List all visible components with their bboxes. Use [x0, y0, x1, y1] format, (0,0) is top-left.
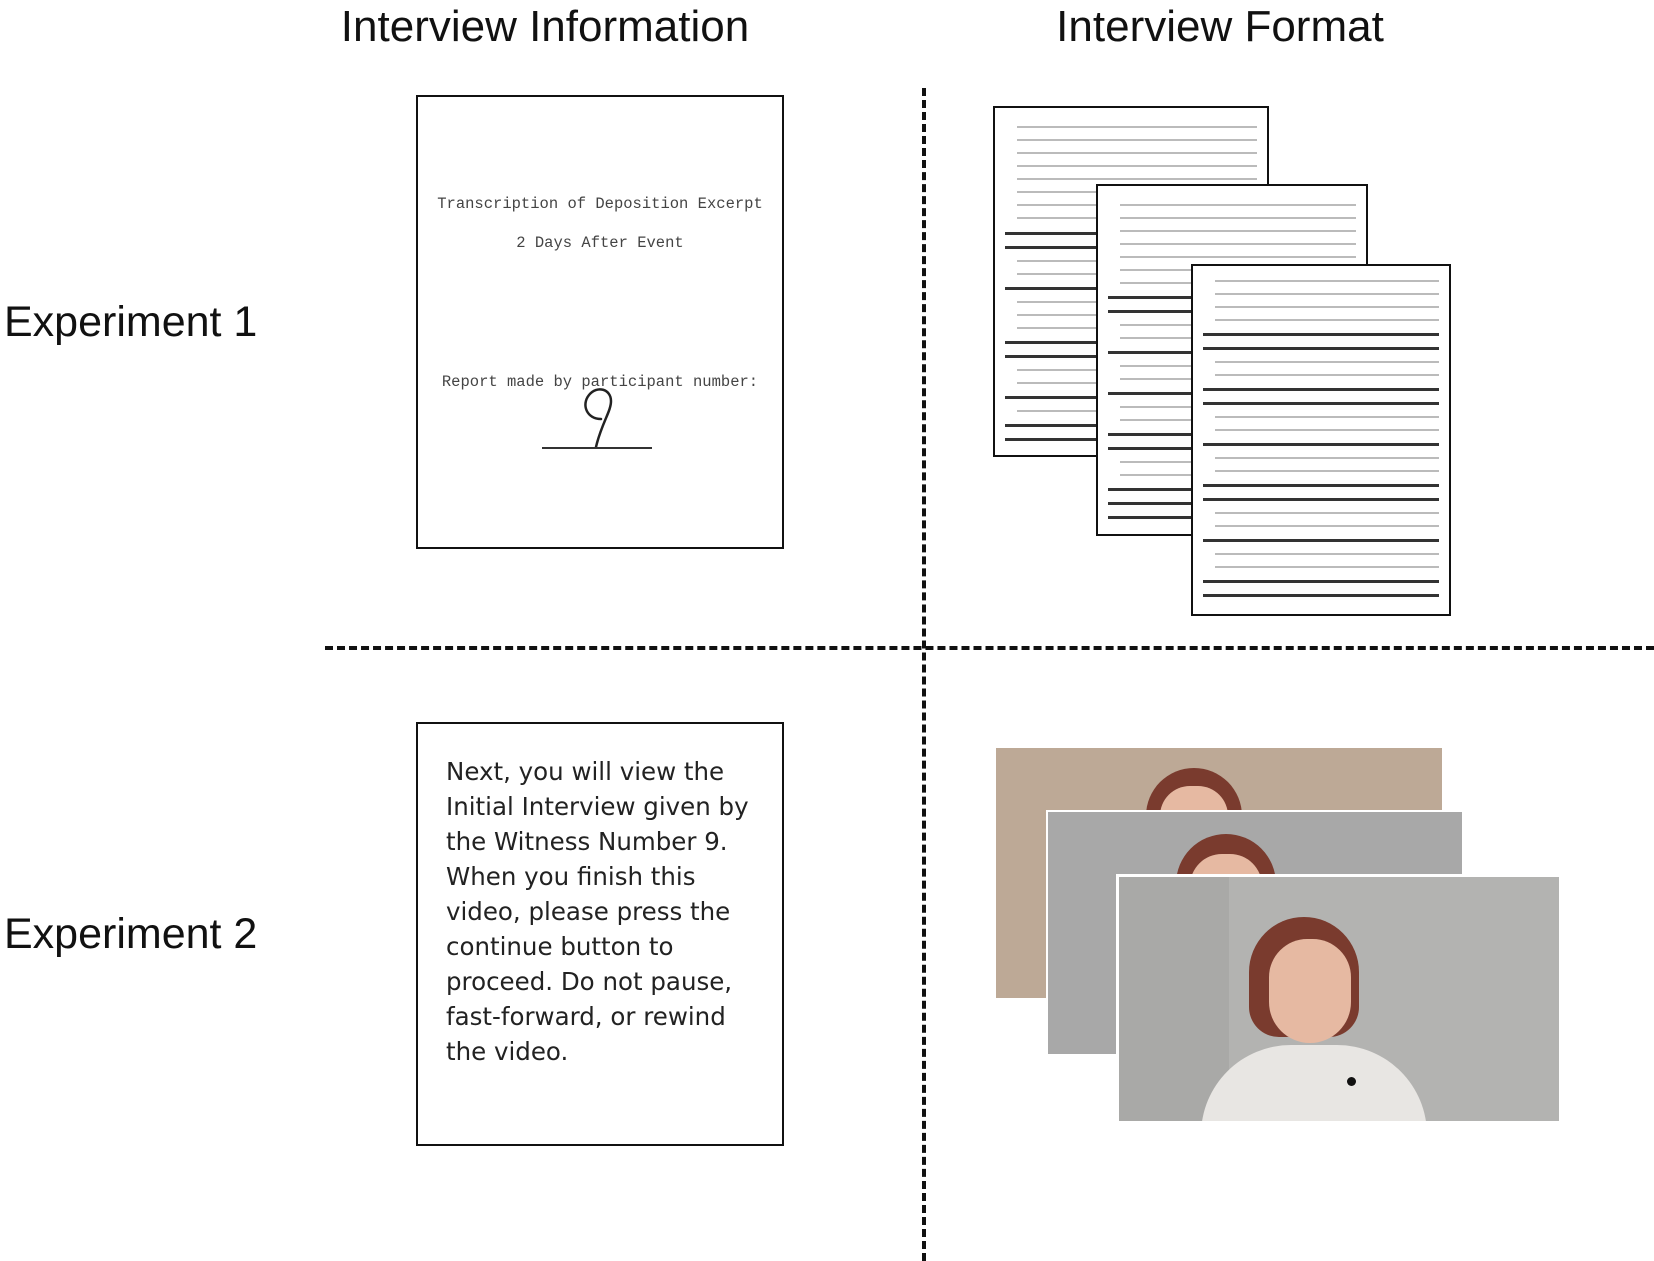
interview-information-header: Interview Information: [340, 2, 750, 51]
video-frame-stack: [996, 740, 1562, 1125]
transcription-title: Transcription of Deposition Excerpt: [437, 195, 763, 213]
exp2-info-card: Next, you will view the Initial Intervie…: [416, 722, 784, 1146]
signature-underline: [542, 447, 652, 449]
handwritten-participant-number: 9: [573, 385, 633, 455]
transcript-page-stack: [993, 106, 1453, 618]
experiment-1-label: Experiment 1: [4, 298, 258, 346]
transcription-subtitle: 2 Days After Event: [516, 234, 684, 252]
video-frame-front: [1116, 874, 1562, 1124]
interview-format-header: Interview Format: [1056, 2, 1384, 51]
horizontal-divider: [325, 646, 1654, 650]
video-instruction-text: Next, you will view the Initial Intervie…: [446, 757, 749, 1066]
report-label: Report made by participant number:: [441, 373, 759, 391]
transcript-page-front: [1191, 264, 1451, 616]
experiment-2-label: Experiment 2: [4, 910, 258, 958]
witness-face: [1269, 939, 1351, 1043]
microphone: [1347, 1077, 1356, 1086]
vertical-divider: [922, 88, 926, 1261]
exp1-info-card: Transcription of Deposition Excerpt 2 Da…: [416, 95, 784, 549]
witness-sweater: [1201, 1045, 1427, 1121]
